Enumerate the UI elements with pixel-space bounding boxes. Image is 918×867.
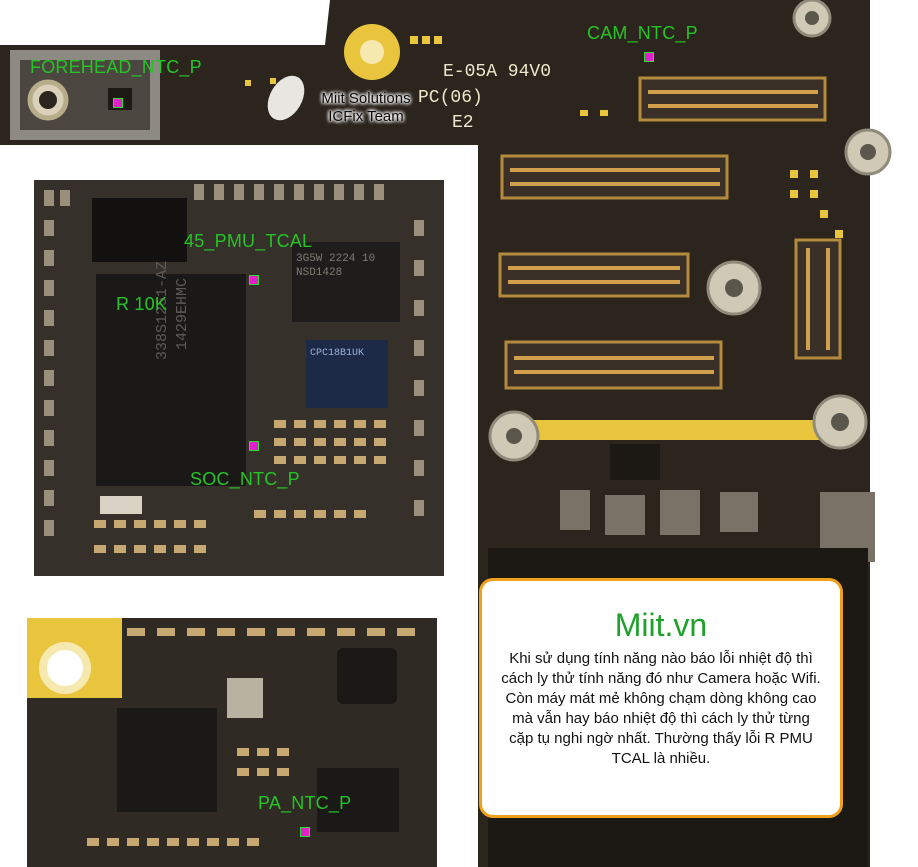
info-note-box: Miit.vn Khi sử dụng tính năng nào báo lỗ… [479,578,843,818]
credit-line-2: ICFix Team [328,108,404,125]
board-code-label: E-05A 94V0 [443,62,552,82]
forehead-ntc-marker [113,98,123,108]
pa-area-graphic [27,618,437,867]
board-rev-label: PC(06) [418,88,483,108]
pa-area-photo [27,618,437,867]
soc-area-graphic [34,180,444,576]
pmu-tcal-label: 45_PMU_TCAL [184,231,313,251]
r10k-label: R 10K [116,294,168,314]
pa-ntc-label: PA_NTC_P [258,793,352,813]
audio-chip-text: CPC18B1UK [310,348,365,359]
credit-text: Miit Solutions ICFix Team [306,90,426,126]
forehead-ntc-label: FOREHEAD_NTC_P [30,57,202,77]
note-body: Khi sử dụng tính năng nào báo lỗi nhiệt … [501,650,821,767]
cam-ntc-marker [644,52,654,62]
note-title: Miit.vn [614,607,708,643]
board-e2-label: E2 [452,113,474,133]
pa-ntc-marker [300,827,310,837]
pmu-chip-text: 3G5W 2224 10 NSD1428 [296,253,376,279]
pmu-tcal-marker [249,275,259,285]
soc-area-photo: 338S1251-AZ 1429EHMC 3G5W 2224 10 NSD142… [34,180,444,576]
ram-date-text: 1429EHMC [174,277,191,350]
cam-ntc-label: CAM_NTC_P [587,23,698,43]
soc-ntc-marker [249,441,259,451]
credit-line-1: Miit Solutions [321,90,411,107]
soc-ntc-label: SOC_NTC_P [190,469,300,489]
